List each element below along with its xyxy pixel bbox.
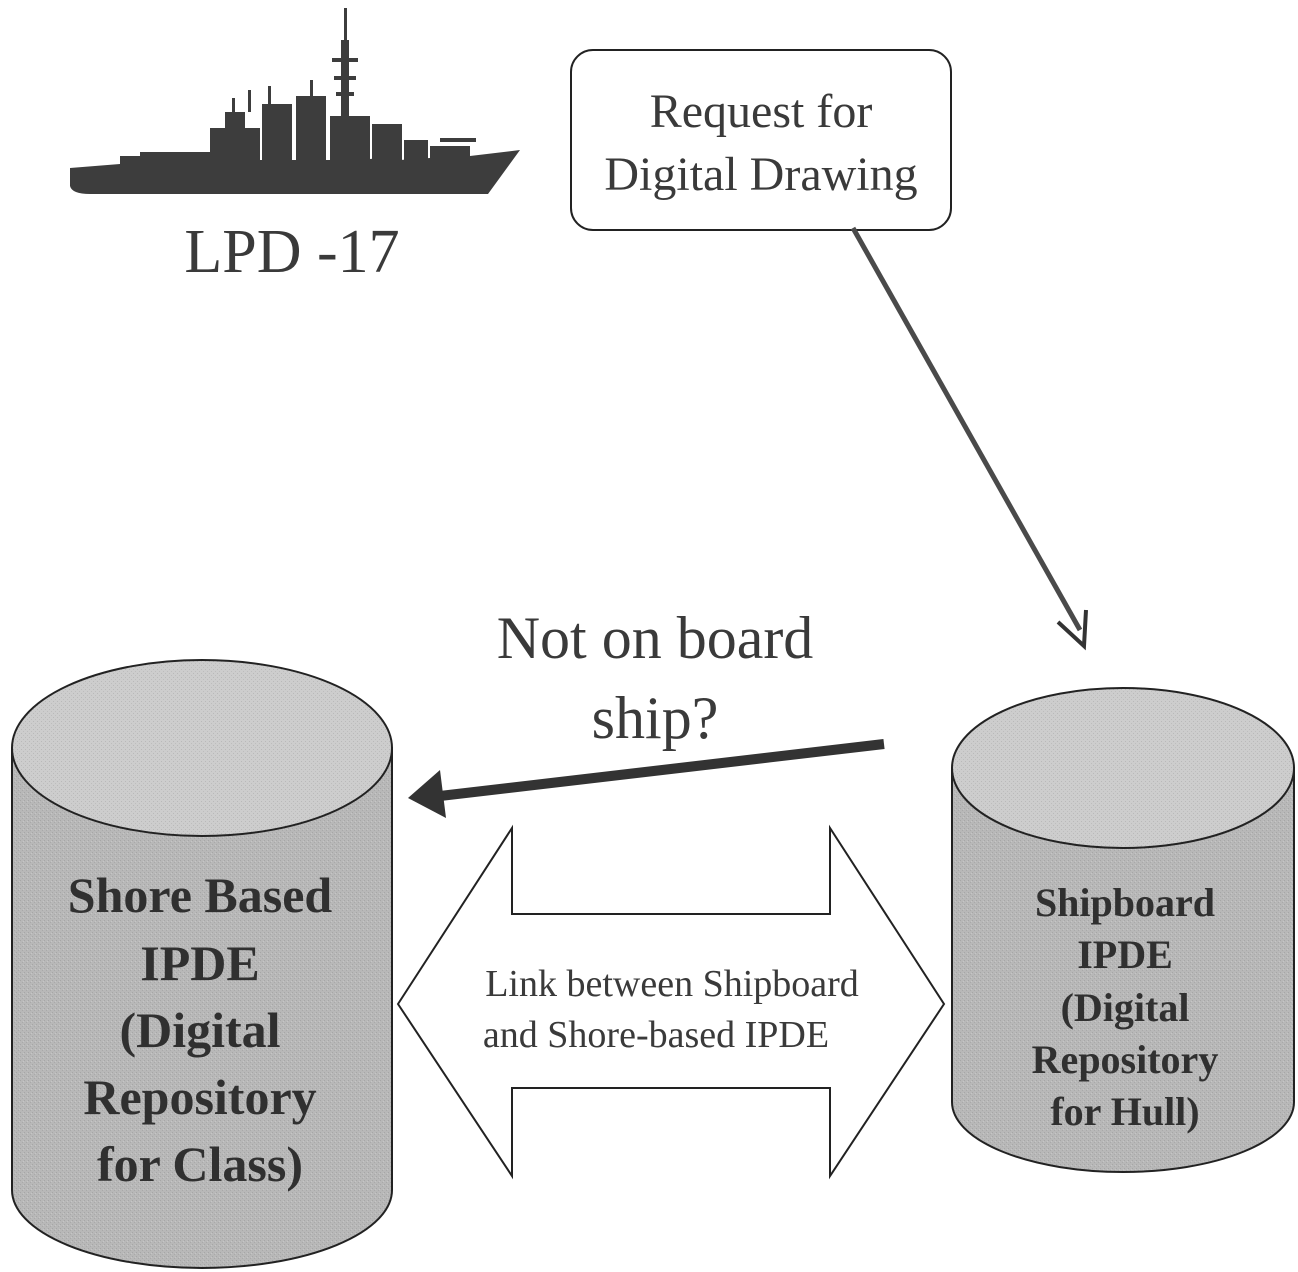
request-box <box>570 49 952 231</box>
shore-line-2: (Digital <box>119 1002 280 1058</box>
shipboard-line-4: for Hull) <box>1050 1089 1199 1134</box>
request-box-line2: Digital Drawing <box>604 148 917 201</box>
ship-silhouette-icon <box>70 8 520 194</box>
request-arrow <box>850 226 1083 632</box>
shore-line-0: Shore Based <box>68 867 333 923</box>
not-on-board-line1: Not on board <box>497 605 814 671</box>
shipboard-line-3: Repository <box>1032 1037 1219 1082</box>
shipboard-line-1: IPDE <box>1077 932 1173 977</box>
not-on-board-line2: ship? <box>592 685 719 751</box>
link-double-arrow <box>396 824 946 1180</box>
shore-line-4: for Class) <box>97 1136 303 1192</box>
ship-label: LPD -17 <box>184 218 399 286</box>
shipboard-line-0: Shipboard <box>1035 880 1215 925</box>
shore-repository-cylinder <box>11 659 393 1269</box>
request-box-line1: Request for <box>650 85 873 138</box>
link-line1: Link between Shipboard <box>485 963 859 1005</box>
shipboard-line-2: (Digital <box>1061 985 1190 1030</box>
shore-line-3: Repository <box>83 1069 316 1125</box>
escalate-arrow <box>439 739 885 801</box>
request-arrowhead <box>1056 609 1088 651</box>
escalate-arrowhead <box>408 770 446 818</box>
link-line2: and Shore-based IPDE <box>483 1014 829 1056</box>
shipboard-repository-cylinder <box>951 687 1295 1173</box>
shore-line-1: IPDE <box>140 935 259 991</box>
